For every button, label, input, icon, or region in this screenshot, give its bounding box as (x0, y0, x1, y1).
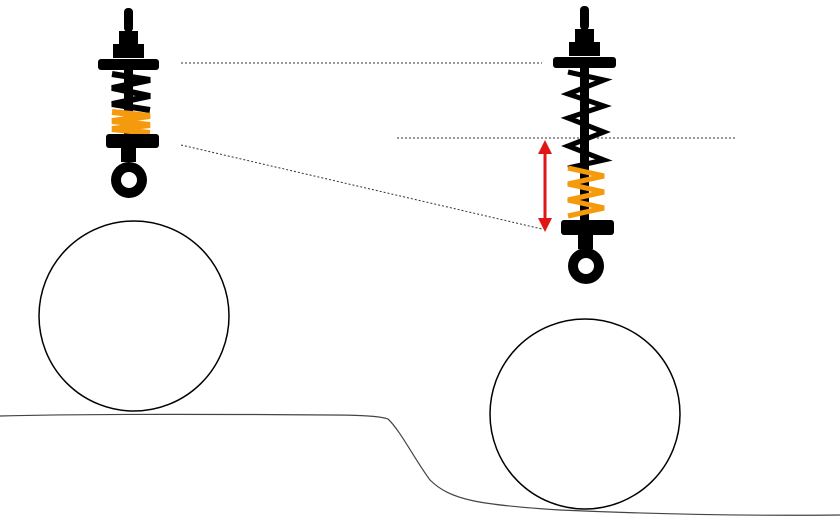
right-shock-absorber-icon (553, 6, 616, 284)
right-spring-orange (567, 165, 605, 219)
travel-double-arrow-icon (538, 140, 552, 232)
ground-line (0, 413, 840, 516)
left-shock-absorber-icon (98, 8, 159, 198)
right-spring-black (560, 69, 613, 171)
left-spring-orange (111, 109, 151, 136)
guide-line-diagonal (180, 144, 543, 230)
right-wheel (489, 318, 681, 510)
left-wheel (38, 220, 230, 412)
left-spring-black (111, 71, 151, 113)
